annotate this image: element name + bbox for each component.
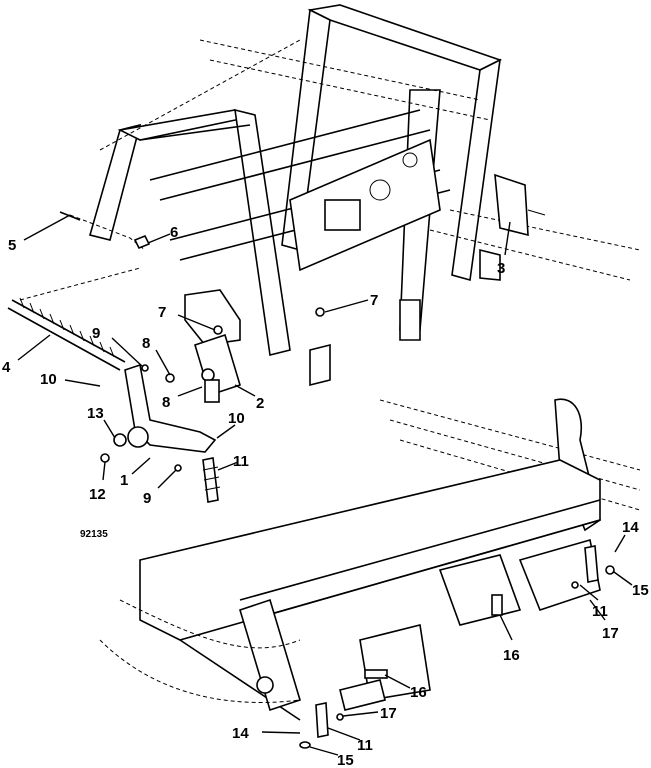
callout-16: 16 [410,684,427,701]
lower-frame-assembly [99,398,641,749]
callout-15: 15 [632,582,649,599]
callout-7: 7 [158,304,166,321]
callout-17: 17 [380,705,397,722]
callout-15: 15 [337,752,354,768]
callout-9: 9 [143,490,151,507]
callout-12: 12 [89,486,106,503]
callout-11: 11 [357,737,373,754]
upper-frame-assembly [89,4,641,387]
callout-9: 9 [92,325,100,342]
callout-5: 5 [8,237,16,254]
callout-10: 10 [40,371,57,388]
callout-labels: 5 6 3 7 7 4 9 8 8 2 10 10 13 12 1 9 11 1… [2,224,649,768]
figure-number: 92135 [80,529,108,540]
callout-1: 1 [120,472,128,489]
callout-6: 6 [170,224,178,241]
callout-13: 13 [87,405,104,422]
callout-17: 17 [602,625,619,642]
callout-2: 2 [256,395,264,412]
callout-3: 3 [497,260,505,277]
callout-16: 16 [503,647,520,664]
callout-11: 11 [233,453,249,470]
callout-11: 11 [592,603,608,620]
callout-8: 8 [142,335,150,352]
spring-arm-assembly [7,211,325,503]
callout-8: 8 [162,394,170,411]
callout-14: 14 [622,519,639,536]
callout-14: 14 [232,725,249,742]
callout-7: 7 [370,292,378,309]
callout-4: 4 [2,359,11,376]
callout-10: 10 [228,410,245,427]
leader-lines [17,214,633,756]
